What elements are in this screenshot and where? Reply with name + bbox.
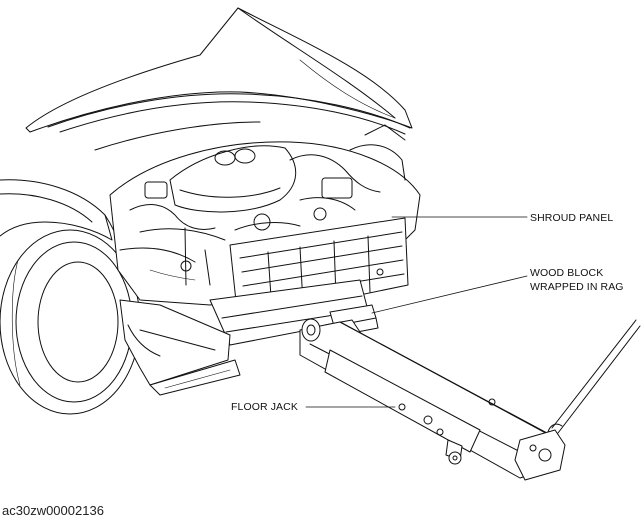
leader-wood-block	[372, 276, 527, 313]
figure-id: ac30zw00002136	[2, 503, 104, 518]
floor-jack-label: FLOOR JACK	[231, 401, 298, 413]
wood-block-label-line2: WRAPPED IN RAG	[530, 281, 624, 293]
callout-leaders	[306, 217, 527, 407]
radiator-shroud	[210, 218, 408, 345]
floor-jack	[300, 319, 640, 480]
open-hood	[26, 8, 412, 150]
wood-block-label-line1: WOOD BLOCK	[530, 267, 604, 279]
bumper-bracket	[120, 300, 240, 395]
shroud-panel-label: SHROUD PANEL	[530, 212, 614, 224]
